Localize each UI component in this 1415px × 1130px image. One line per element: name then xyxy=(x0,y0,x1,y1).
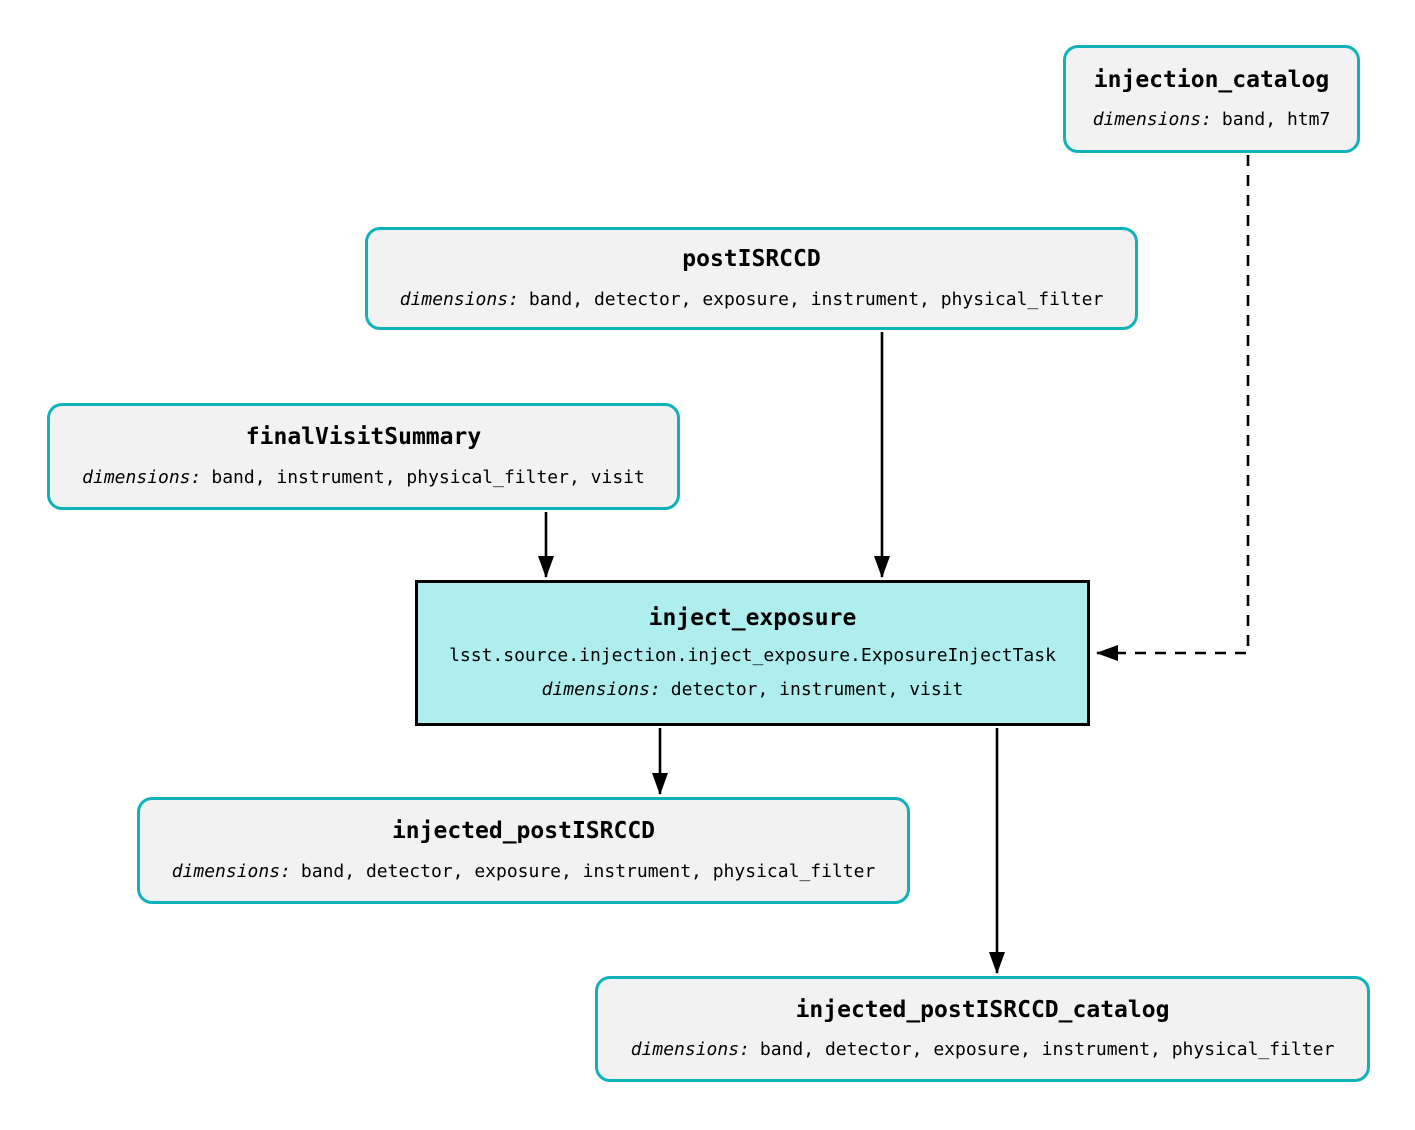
node-finalvisitsummary: finalVisitSummary dimensions: band, instr… xyxy=(47,403,680,510)
node-dimensions: dimensions: band, htm7 xyxy=(1093,110,1331,131)
node-title: injected_postISRCCD xyxy=(391,818,656,845)
dimensions-label: dimensions: xyxy=(1092,109,1212,131)
dimensions-value: band, detector, exposure, instrument, ph… xyxy=(759,1039,1335,1061)
dimensions-value: band, htm7 xyxy=(1221,109,1331,131)
dimensions-label: dimensions: xyxy=(630,1039,750,1061)
node-title: inject_exposure xyxy=(648,605,857,632)
dimensions-label: dimensions: xyxy=(541,679,661,701)
node-dimensions: dimensions: band, detector, exposure, ins… xyxy=(631,1040,1335,1061)
node-title: finalVisitSummary xyxy=(245,424,482,451)
node-postisrccd: postISRCCD dimensions: band, detector, ex… xyxy=(365,227,1138,330)
dimensions-label: dimensions: xyxy=(171,860,291,882)
node-title: postISRCCD xyxy=(682,246,821,273)
task-class-path: lsst.source.injection.inject_exposure.Ex… xyxy=(449,644,1056,666)
dimensions-label: dimensions: xyxy=(82,466,202,488)
dimensions-value: band, instrument, physical_filter, visit xyxy=(211,466,645,488)
node-dimensions: dimensions: band, detector, exposure, ins… xyxy=(399,288,1104,311)
node-dimensions: dimensions: band, instrument, physical_fi… xyxy=(82,466,645,489)
dimensions-label: dimensions: xyxy=(399,288,519,310)
dimensions-value: band, detector, exposure, instrument, ph… xyxy=(528,288,1104,310)
node-title: injection_catalog xyxy=(1093,66,1330,93)
node-dimensions: dimensions: band, detector, exposure, ins… xyxy=(171,860,876,883)
node-dimensions: dimensions: detector, instrument, visit xyxy=(541,679,964,701)
node-injected-postisrccd-catalog: injected_postISRCCD_catalog dimensions: b… xyxy=(595,976,1370,1082)
node-injection-catalog: injection_catalog dimensions: band, htm7 xyxy=(1063,45,1360,153)
node-inject-exposure: inject_exposure lsst.source.injection.in… xyxy=(415,580,1090,726)
dimensions-value: band, detector, exposure, instrument, ph… xyxy=(300,860,876,882)
node-title: injected_postISRCCD_catalog xyxy=(795,996,1170,1023)
dimensions-value: detector, instrument, visit xyxy=(670,679,964,701)
node-injected-postisrccd: injected_postISRCCD dimensions: band, det… xyxy=(137,797,910,904)
